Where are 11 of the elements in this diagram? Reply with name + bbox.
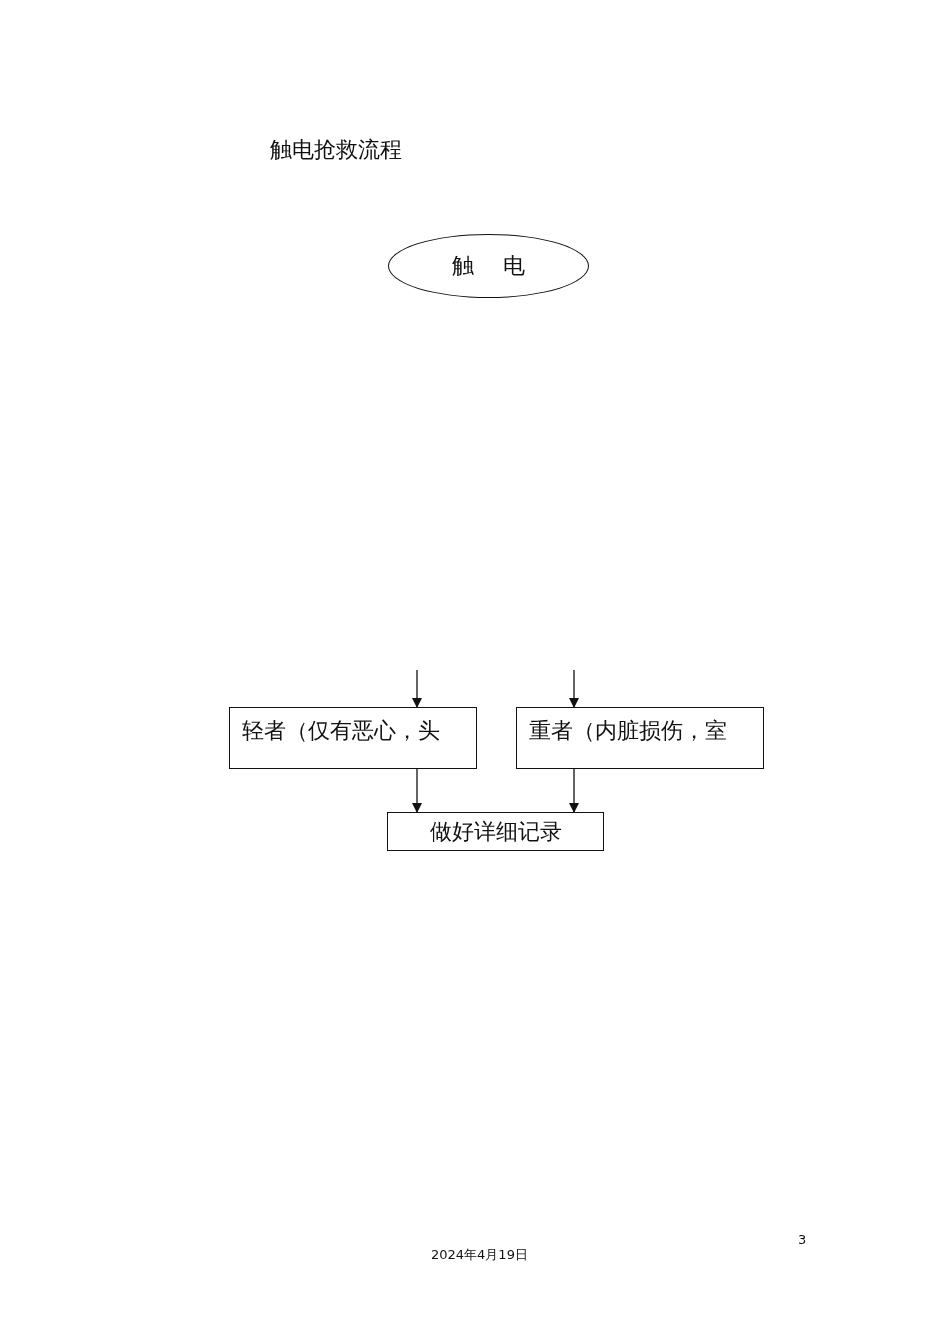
date: 2024年4月19日 <box>431 1247 528 1263</box>
arrow <box>412 768 422 813</box>
page-number: 3 <box>798 1232 807 1248</box>
process-box: 做好详细记录 <box>387 812 604 851</box>
title: 触电抢救流程 <box>270 137 402 163</box>
process-box: 轻者（仅有恶心，头 <box>229 707 477 769</box>
arrow <box>569 669 579 708</box>
start-ellipse: 触 电 <box>388 234 589 298</box>
process-box: 重者（内脏损伤，室 <box>516 707 764 769</box>
arrow <box>412 669 422 708</box>
arrow <box>569 768 579 813</box>
